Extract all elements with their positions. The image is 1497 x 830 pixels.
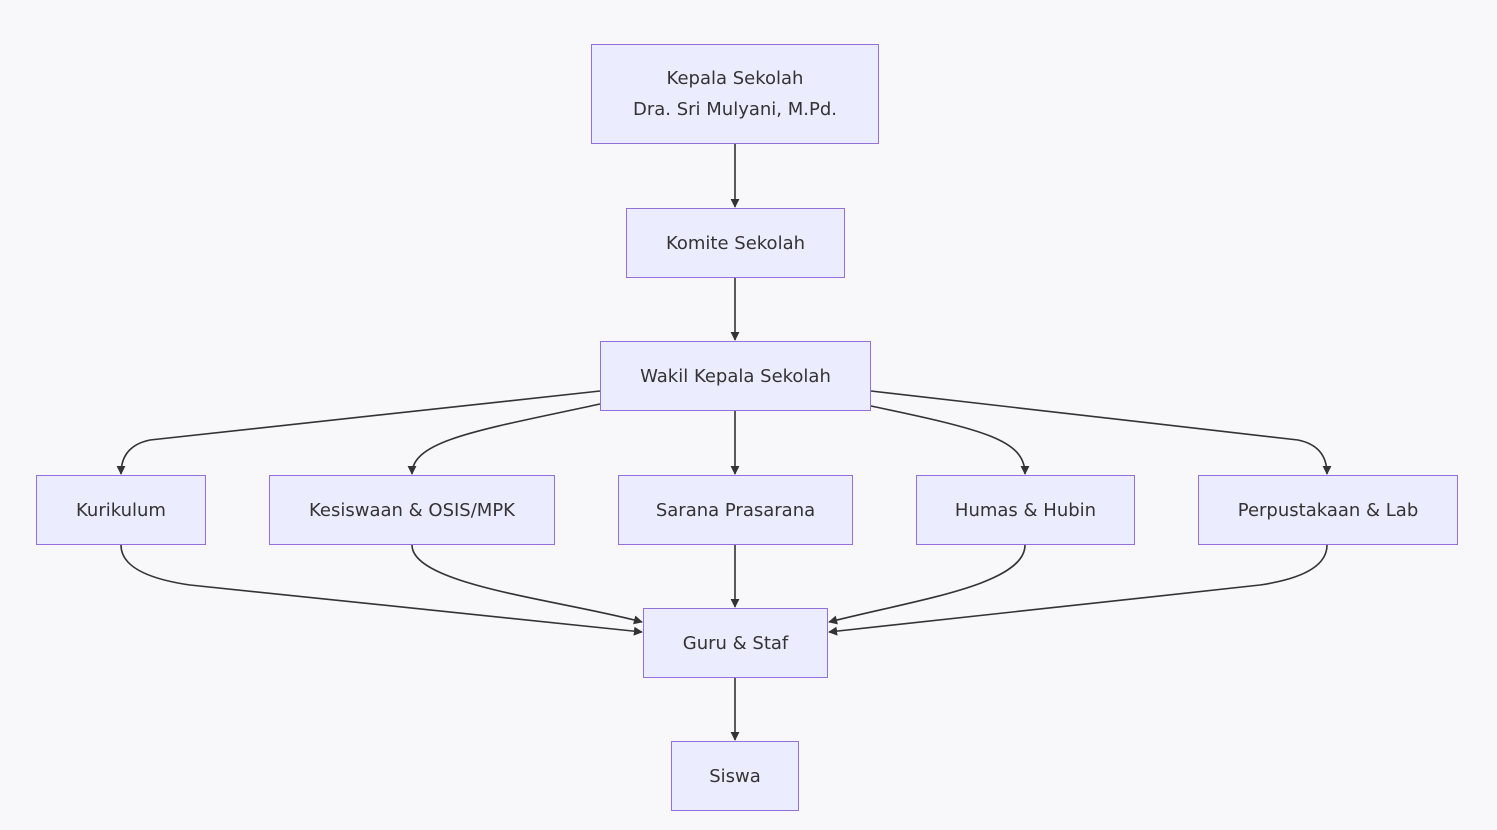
edge-wakil-to-kurikulum bbox=[116, 390, 601, 475]
node-siswa-label: Siswa bbox=[709, 765, 761, 787]
node-kesiswaan-label: Kesiswaan & OSIS/MPK bbox=[309, 499, 515, 521]
edge-perpustakaan-to-guru bbox=[828, 544, 1328, 636]
edge-wakil-to-kesiswaan bbox=[407, 403, 601, 475]
edge-wakil-to-perpustakaan bbox=[870, 390, 1332, 475]
node-komite-sekolah-label: Komite Sekolah bbox=[665, 232, 806, 254]
edge-humas-to-guru bbox=[828, 544, 1026, 625]
node-kurikulum: Kurikulum bbox=[36, 475, 206, 545]
node-guru-staf: Guru & Staf bbox=[643, 608, 828, 678]
edge-wakil-to-humas bbox=[870, 405, 1030, 475]
node-perpustakaan-lab-label: Perpustakaan & Lab bbox=[1237, 499, 1419, 521]
node-perpustakaan-lab: Perpustakaan & Lab bbox=[1198, 475, 1458, 545]
node-kurikulum-label: Kurikulum bbox=[76, 499, 166, 521]
edge-kesiswaan-to-guru bbox=[411, 544, 643, 625]
node-wakil-kepala-sekolah-label: Wakil Kepala Sekolah bbox=[640, 365, 831, 387]
node-sarana-prasarana-label: Sarana Prasarana bbox=[655, 499, 816, 521]
node-guru-staf-label: Guru & Staf bbox=[682, 632, 789, 654]
edge-kurikulum-to-guru bbox=[120, 544, 643, 636]
node-kepala-sekolah-name: Dra. Sri Mulyani, M.Pd. bbox=[632, 99, 837, 120]
node-humas-hubin-label: Humas & Hubin bbox=[954, 499, 1097, 521]
node-kesiswaan: Kesiswaan & OSIS/MPK bbox=[269, 475, 555, 545]
node-komite-sekolah: Komite Sekolah bbox=[626, 208, 845, 278]
node-sarana-prasarana: Sarana Prasarana bbox=[618, 475, 853, 545]
node-kepala-sekolah: Kepala Sekolah Dra. Sri Mulyani, M.Pd. bbox=[591, 44, 879, 144]
node-wakil-kepala-sekolah: Wakil Kepala Sekolah bbox=[600, 341, 871, 411]
node-kepala-sekolah-title: Kepala Sekolah bbox=[666, 68, 804, 89]
node-siswa: Siswa bbox=[671, 741, 799, 811]
node-humas-hubin: Humas & Hubin bbox=[916, 475, 1135, 545]
